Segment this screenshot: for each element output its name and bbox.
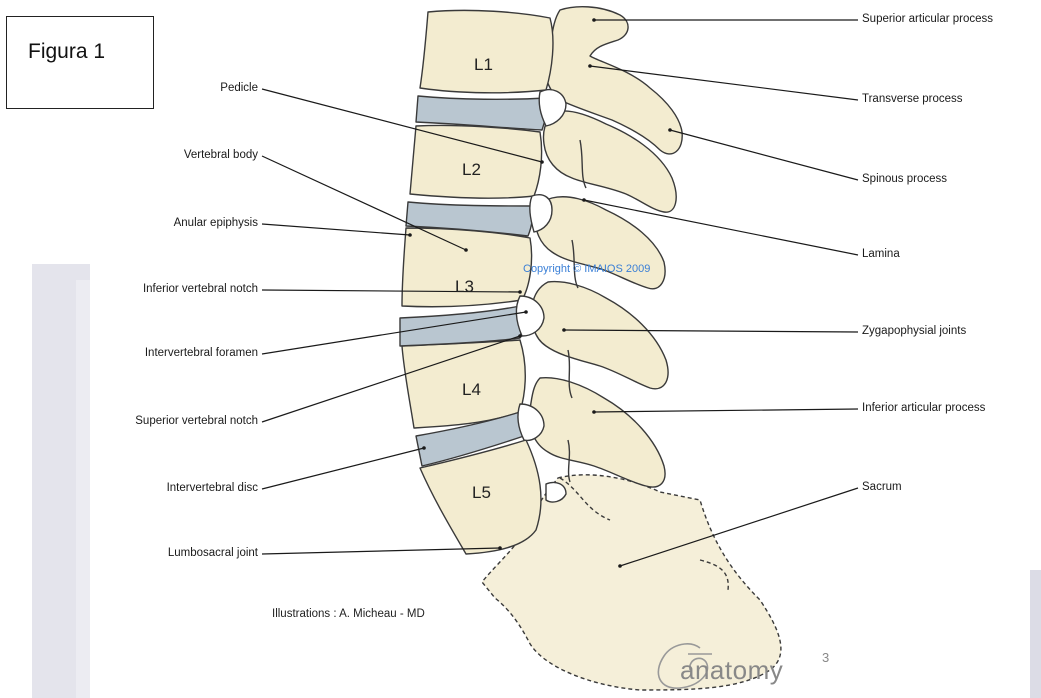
vertebra-label-l1: L1 [474,55,493,75]
l5-posterior [530,378,665,487]
label-superior-vertebral-notch: Superior vertebral notch [135,415,258,427]
label-lamina: Lamina [862,248,900,260]
label-transverse-process: Transverse process [862,93,963,105]
vertebra-label-l2: L2 [462,160,481,180]
label-intervertebral-foramen: Intervertebral foramen [145,347,258,359]
label-lumbosacral-joint: Lumbosacral joint [168,547,258,559]
label-anular-epiphysis: Anular epiphysis [174,217,258,229]
illustration-credit: Illustrations : A. Micheau - MD [272,608,425,620]
label-pedicle: Pedicle [220,82,258,94]
vertebra-label-l5: L5 [472,483,491,503]
label-superior-articular-process: Superior articular process [862,13,993,25]
brand-name: anatomy [680,655,783,686]
l1-body [420,10,553,92]
brand-superscript: 3 [822,650,829,665]
label-zygapophysial-joints: Zygapophysial joints [862,325,966,337]
disc-l3-l4 [400,306,522,346]
l4-posterior [532,282,669,389]
label-spinous-process: Spinous process [862,173,947,185]
label-inferior-vertebral-notch: Inferior vertebral notch [143,283,258,295]
vertebra-label-l3: L3 [455,277,474,297]
copyright-text: Copyright © IMAIOS 2009 [523,263,650,275]
label-sacrum: Sacrum [862,481,902,493]
vertebra-label-l4: L4 [462,380,481,400]
label-intervertebral-disc: Intervertebral disc [167,482,258,494]
label-inferior-articular-process: Inferior articular process [862,402,985,414]
label-vertebral-body: Vertebral body [184,149,258,161]
figure-title: Figura 1 [28,40,105,64]
